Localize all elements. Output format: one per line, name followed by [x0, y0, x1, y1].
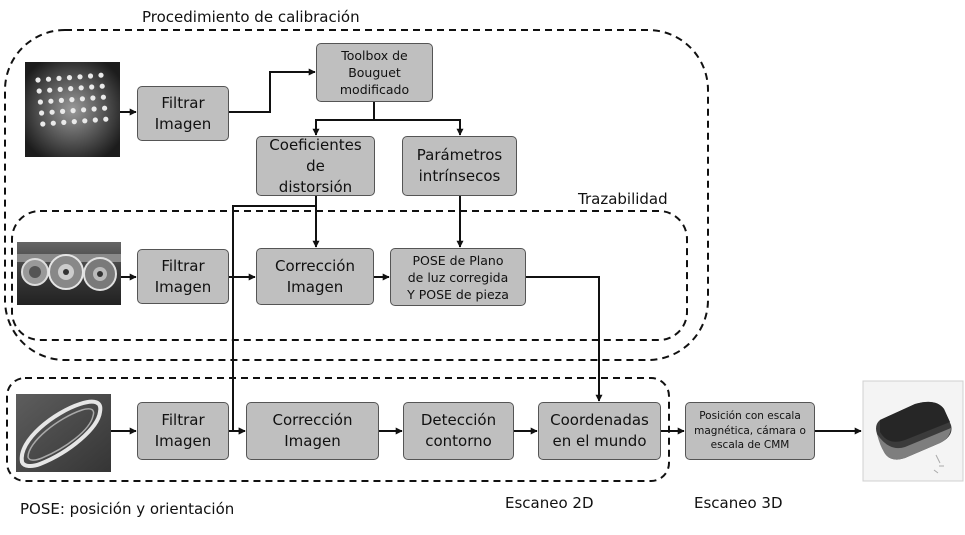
node-posicion-escala: Posición con escala magnética, cámara o …: [685, 402, 815, 460]
target-dot: [36, 88, 42, 94]
node-label: Coordenadas en el mundo: [550, 411, 649, 450]
target-dot: [78, 85, 84, 91]
target-dot: [81, 107, 87, 113]
node-pose-plano-luz: POSE de Plano de luz corregida Y POSE de…: [390, 248, 526, 306]
pieces-table-image: [17, 242, 121, 305]
target-dot: [89, 84, 95, 90]
label-trazabilidad: Trazabilidad: [578, 190, 668, 208]
node-label: Parámetros intrínsecos: [416, 146, 503, 185]
node-filtrar-imagen-3: Filtrar Imagen: [137, 402, 229, 460]
target-dot: [102, 105, 108, 111]
label-escaneo2d: Escaneo 2D: [505, 494, 594, 512]
target-dot: [48, 98, 54, 104]
node-label: Corrección Imagen: [272, 411, 353, 450]
node-label: Detección contorno: [420, 411, 497, 450]
target-dot: [40, 121, 46, 127]
target-dot: [92, 117, 98, 123]
target-dot: [45, 76, 52, 82]
target-dot: [91, 106, 97, 112]
target-dot: [98, 72, 104, 78]
target-dot: [37, 99, 44, 105]
target-dot: [58, 97, 64, 103]
legend-pose: POSE: posición y orientación: [20, 500, 235, 518]
target-dot: [77, 74, 83, 80]
node-label: Corrección Imagen: [275, 256, 355, 296]
node-filtrar-imagen-2: Filtrar Imagen: [137, 249, 229, 304]
target-dot: [50, 120, 56, 126]
target-dot: [56, 75, 62, 81]
target-dot: [57, 86, 63, 92]
target-dot: [90, 95, 96, 101]
target-dot: [99, 83, 105, 89]
node-label: Filtrar Imagen: [154, 411, 212, 450]
target-dot: [79, 96, 85, 102]
target-dot: [82, 118, 88, 124]
node-coordenadas-mundo: Coordenadas en el mundo: [538, 402, 661, 460]
node-parametros-intrinsecos: Parámetros intrínsecos: [402, 136, 517, 196]
node-toolbox-bouguet: Toolbox de Bouguet modificado: [316, 43, 433, 102]
node-correccion-imagen-2: Corrección Imagen: [246, 402, 379, 460]
arrow-toolbox-coeficientes: [312, 102, 375, 136]
target-dot: [70, 108, 76, 114]
arrow-coeficientes-correccion2: [232, 196, 317, 435]
target-dot: [68, 86, 74, 92]
arrow-filtrar1-toolbox: [229, 68, 316, 113]
label-escaneo3d: Escaneo 3D: [694, 494, 783, 512]
node-deteccion-contorno: Detección contorno: [403, 402, 514, 460]
node-label: Posición con escala magnética, cámara o …: [694, 410, 806, 452]
node-coeficientes-distorsion: Coeficientes de distorsión: [256, 136, 375, 196]
target-dot: [49, 109, 55, 115]
target-dot: [39, 110, 45, 116]
node-correccion-imagen-1: Corrección Imagen: [256, 248, 374, 305]
contour-piece-image: [16, 394, 111, 472]
target-dot: [35, 77, 41, 83]
node-label: Toolbox de Bouguet modificado: [339, 48, 410, 97]
target-dot: [100, 94, 106, 100]
target-dot: [103, 116, 109, 122]
render-3d-image: [862, 380, 964, 482]
target-dot: [61, 119, 67, 125]
node-label: POSE de Plano de luz corregida Y POSE de…: [407, 252, 509, 302]
node-filtrar-imagen-1: Filtrar Imagen: [137, 86, 229, 141]
region-calibracion-border: [4, 29, 709, 361]
region-escaneo2d-border: [6, 377, 670, 482]
region-trazabilidad-border: [11, 210, 688, 341]
target-dot: [66, 75, 73, 81]
target-dot: [87, 73, 94, 79]
target-dot: [69, 97, 75, 103]
target-dot: [60, 108, 66, 114]
arrow-toolbox-parametros: [374, 119, 464, 136]
target-dot: [47, 87, 53, 93]
title-calibracion: Procedimiento de calibración: [142, 8, 360, 26]
calibration-target-image: [25, 62, 120, 157]
node-label: Filtrar Imagen: [154, 256, 212, 296]
node-label: Filtrar Imagen: [154, 93, 212, 133]
arrow-pose-coordenadas: [526, 276, 603, 402]
target-dot: [71, 119, 77, 125]
node-label: Coeficientes de distorsión: [269, 135, 362, 196]
